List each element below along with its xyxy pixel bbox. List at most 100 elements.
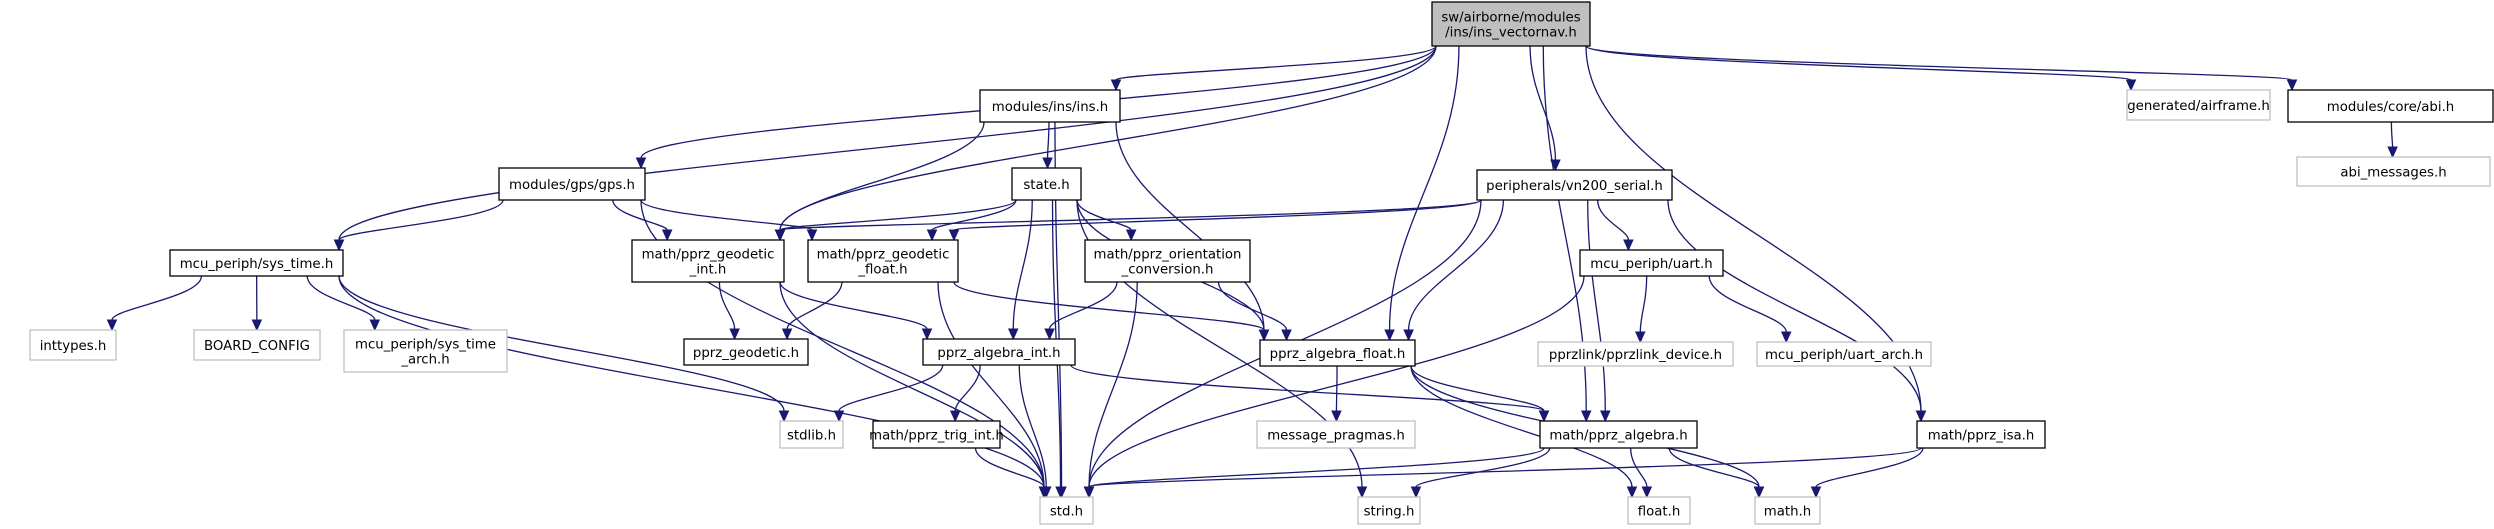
arrowhead-icon — [1600, 410, 1611, 423]
node-box — [1539, 420, 1698, 449]
node-box — [1476, 169, 1673, 201]
edge-uart-to-uart_arch — [1708, 275, 1787, 333]
edge-uart-to-pprzlink — [1639, 275, 1648, 333]
edge-geo_int-to-std — [779, 281, 1045, 488]
node-box — [1259, 339, 1416, 367]
edge-alg_float-to-float — [1410, 365, 1633, 488]
edge-isa-to-std — [1088, 447, 1922, 488]
node-alg-int[interactable]: pprz_algebra_int.h — [922, 338, 1076, 366]
node-box — [1431, 1, 1591, 47]
arrowhead-icon — [1083, 486, 1095, 499]
edge-algebra-to-math — [1668, 447, 1760, 488]
arrowhead-icon — [1635, 331, 1646, 344]
node-box — [1084, 239, 1251, 283]
node-geo-int[interactable]: math/pprz_geodetic_int.h — [631, 239, 785, 283]
node-label: mcu_periph/sys_time.h — [180, 257, 334, 272]
edge-alg_int-to-stdlib — [838, 364, 944, 412]
node-box — [1916, 420, 2046, 449]
node-box — [1011, 167, 1082, 201]
node-box — [1039, 496, 1094, 525]
arrowhead-icon — [1384, 329, 1395, 342]
nodes-layer: sw/airborne/modules/ins/ins_vectornav.hm… — [29, 1, 2494, 525]
node-box — [2296, 156, 2491, 187]
arrowhead-icon — [2286, 79, 2298, 92]
arrowhead-icon — [1356, 486, 1368, 499]
arrowhead-icon — [1331, 410, 1342, 423]
node-uart-arch: mcu_periph/uart_arch.h — [1756, 341, 1932, 367]
node-box — [979, 89, 1121, 123]
arrowhead-icon — [661, 229, 673, 242]
node-ins[interactable]: modules/ins/ins.h — [979, 89, 1121, 123]
node-label: _arch.h — [400, 353, 449, 368]
edge-vn200-to-uart — [1596, 199, 1630, 241]
node-geodetic[interactable]: pprz_geodetic.h — [683, 338, 809, 366]
node-orient[interactable]: math/pprz_orientation_conversion.h — [1084, 239, 1251, 283]
node-string: string.h — [1357, 496, 1421, 525]
edge-root-to-alg_float — [1388, 45, 1460, 331]
node-box — [2287, 89, 2494, 123]
node-label: string.h — [1364, 505, 1415, 520]
node-trig-int[interactable]: math/pprz_trig_int.h — [869, 420, 1004, 449]
node-box — [683, 338, 809, 366]
node-state[interactable]: state.h — [1011, 167, 1082, 201]
node-label: generated/airframe.h — [2127, 99, 2270, 114]
edge-ins-to-state — [1046, 121, 1050, 159]
node-box — [29, 329, 117, 361]
edge-ins-to-geo_int — [779, 121, 985, 231]
edge-trig_int-to-std — [974, 447, 1045, 488]
arrowhead-icon — [774, 229, 786, 242]
node-vn200[interactable]: peripherals/vn200_serial.h — [1476, 169, 1673, 201]
node-label: math/pprz_geodetic — [642, 248, 775, 263]
arrowhead-icon — [333, 239, 345, 252]
node-root[interactable]: sw/airborne/modules/ins/ins_vectornav.h — [1431, 1, 1591, 47]
edge-algebra-to-float — [1630, 447, 1648, 488]
node-label: stdlib.h — [787, 429, 836, 444]
node-label: _float.h — [857, 263, 907, 278]
node-label: mcu_periph/uart.h — [1590, 257, 1712, 272]
arrowhead-icon — [635, 157, 647, 170]
arrowhead-icon — [778, 410, 790, 423]
node-abi[interactable]: modules/core/abi.h — [2287, 89, 2494, 123]
node-label: std.h — [1050, 505, 1083, 520]
node-box — [1256, 420, 1416, 449]
edge-state-to-alg_int — [1012, 199, 1033, 330]
node-label: peripherals/vn200_serial.h — [1486, 179, 1663, 194]
arrowhead-icon — [1915, 410, 1927, 423]
arrowhead-icon — [1623, 239, 1634, 252]
arrowhead-icon — [1403, 329, 1414, 342]
node-label: BOARD_CONFIG — [204, 339, 310, 354]
arrowhead-icon — [1580, 410, 1592, 423]
edge-alg_int-to-algebra — [1070, 364, 1545, 412]
edge-orient-to-alg_float — [1217, 281, 1288, 331]
arrowhead-icon — [781, 328, 793, 341]
arrowhead-icon — [1110, 79, 1122, 92]
node-box — [343, 329, 508, 373]
node-gps[interactable]: modules/gps/gps.h — [498, 167, 646, 201]
node-isa[interactable]: math/pprz_isa.h — [1916, 420, 2046, 449]
node-algebra[interactable]: math/pprz_algebra.h — [1539, 420, 1698, 449]
node-box — [498, 167, 646, 201]
edge-geo_int-to-alg_int — [779, 281, 928, 330]
node-label: mcu_periph/uart_arch.h — [1765, 348, 1923, 363]
edge-abi-to-abi_msgs — [2390, 121, 2394, 148]
edge-vn200-to-geo_int — [779, 199, 1482, 231]
node-systime[interactable]: mcu_periph/sys_time.h — [169, 249, 344, 277]
node-label: state.h — [1023, 178, 1069, 193]
edge-root-to-abi — [1585, 45, 2293, 81]
node-label: math/pprz_isa.h — [1928, 429, 2035, 444]
edge-systime-to-inttypes — [111, 275, 203, 321]
node-box — [872, 420, 1001, 449]
node-uart[interactable]: mcu_periph/uart.h — [1579, 249, 1724, 277]
node-box — [2126, 89, 2271, 121]
arrowhead-icon — [1810, 486, 1822, 499]
edge-systime-to-systime_arch — [306, 275, 376, 321]
edge-geo_float-to-alg_float — [953, 281, 1265, 331]
edge-systime-to-stdlib — [338, 275, 785, 412]
node-alg-float[interactable]: pprz_algebra_float.h — [1259, 339, 1416, 367]
edge-state-to-orient — [1076, 199, 1132, 231]
node-box — [1537, 341, 1734, 367]
edge-root-to-systime — [338, 45, 1437, 241]
node-geo-float[interactable]: math/pprz_geodetic_float.h — [807, 239, 959, 283]
node-label: pprz_algebra_float.h — [1270, 347, 1406, 362]
